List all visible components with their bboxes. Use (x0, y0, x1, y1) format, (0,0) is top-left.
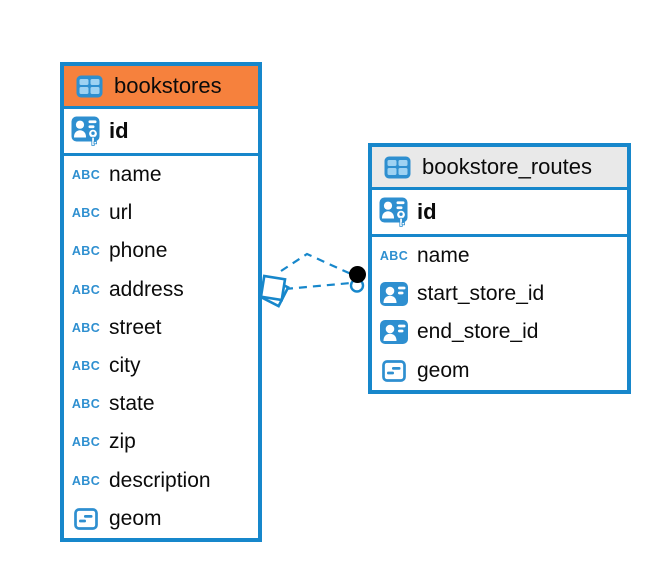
id-ref-icon (378, 320, 410, 345)
column-label: zip (109, 430, 136, 454)
text-type-icon: ABC (71, 206, 101, 221)
text-type-icon: ABC (379, 249, 409, 264)
column-row-description[interactable]: ABC description (64, 462, 258, 500)
one-end-marker (349, 266, 366, 293)
relationship-line-upper (280, 252, 352, 276)
text-type-icon: ABC (71, 435, 101, 450)
column-row-city[interactable]: ABC city (64, 347, 258, 385)
table-icon (381, 156, 413, 179)
text-type-icon: ABC (71, 397, 101, 412)
geometry-type-icon (70, 507, 102, 530)
column-row-name[interactable]: ABC name (64, 156, 258, 194)
column-label: id (109, 118, 129, 143)
column-label: id (417, 199, 437, 224)
column-row-address[interactable]: ABC address (64, 271, 258, 309)
column-row-id[interactable]: id (64, 109, 258, 156)
relationship-line-lower (284, 281, 352, 291)
column-row-end_store_id[interactable]: end_store_id (372, 313, 627, 351)
primary-key-icon (378, 197, 410, 228)
column-row-id[interactable]: id (372, 190, 627, 237)
text-type-icon: ABC (71, 282, 101, 297)
column-label: street (109, 315, 162, 339)
text-type-icon: ABC (71, 244, 101, 259)
column-label: name (109, 163, 162, 187)
geometry-type-icon (378, 359, 410, 382)
column-row-start_store_id[interactable]: start_store_id (372, 275, 627, 313)
column-label: name (417, 244, 470, 268)
column-label: address (109, 277, 184, 301)
text-type-icon: ABC (71, 473, 101, 488)
table-header-bookstores[interactable]: bookstores (64, 66, 258, 109)
text-type-icon: ABC (71, 359, 101, 374)
column-label: start_store_id (417, 282, 545, 306)
column-label: end_store_id (417, 320, 539, 344)
table-title: bookstore_routes (422, 154, 592, 179)
column-row-name[interactable]: ABC name (372, 237, 627, 275)
column-row-geom[interactable]: geom (64, 500, 258, 538)
column-label: city (109, 354, 141, 378)
column-label: geom (417, 358, 470, 382)
table-title: bookstores (114, 73, 222, 98)
column-label: phone (109, 239, 168, 263)
column-row-state[interactable]: ABC state (64, 385, 258, 423)
column-row-geom[interactable]: geom (372, 352, 627, 390)
column-row-street[interactable]: ABC street (64, 309, 258, 347)
column-label: url (109, 201, 133, 225)
column-row-zip[interactable]: ABC zip (64, 423, 258, 461)
column-row-phone[interactable]: ABC phone (64, 232, 258, 270)
many-end-marker (258, 274, 290, 308)
table-icon (73, 75, 105, 98)
primary-key-icon (70, 116, 102, 147)
id-ref-icon (378, 282, 410, 307)
column-row-url[interactable]: ABC url (64, 194, 258, 232)
table-header-bookstore-routes[interactable]: bookstore_routes (372, 147, 627, 190)
column-label: geom (109, 506, 162, 530)
column-label: description (109, 468, 211, 492)
column-label: state (109, 392, 155, 416)
text-type-icon: ABC (71, 320, 101, 335)
text-type-icon: ABC (71, 168, 101, 183)
